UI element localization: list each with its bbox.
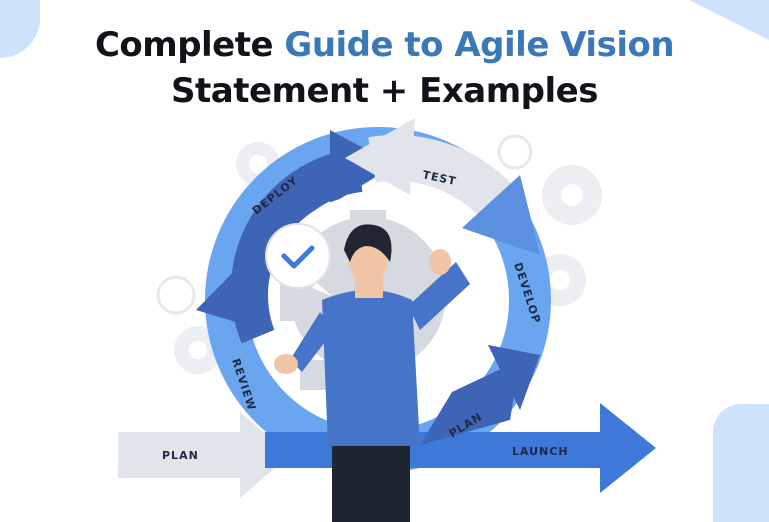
gear-icon: [156, 275, 196, 315]
checkmark-icon: [281, 245, 315, 269]
title-plain: Complete: [94, 25, 285, 65]
title-line-2: Statement + Examples: [171, 71, 598, 111]
plan-arc-arrowhead: [488, 345, 540, 410]
title-line-1: Complete Guide to Agile Vision: [0, 22, 769, 68]
gear-icon: [542, 165, 602, 225]
test-arrowhead: [345, 118, 415, 195]
review-arrowhead: [196, 255, 262, 330]
launch-arrow: [265, 403, 656, 493]
man-figure: [274, 224, 470, 522]
title-accent: Guide to Agile Vision: [284, 25, 675, 65]
checkmark-bubble: [265, 223, 332, 296]
corner-decoration-bottom-right: [713, 404, 769, 522]
gear-icon: [497, 134, 533, 170]
launch-label: LAUNCH: [512, 445, 569, 458]
page-title: Complete Guide to Agile Vision Statement…: [0, 22, 769, 114]
plan-arrow: [118, 412, 290, 498]
plan-label: PLAN: [162, 449, 199, 462]
plan-arc-shape: [420, 360, 520, 445]
develop-arrowhead: [462, 175, 540, 255]
